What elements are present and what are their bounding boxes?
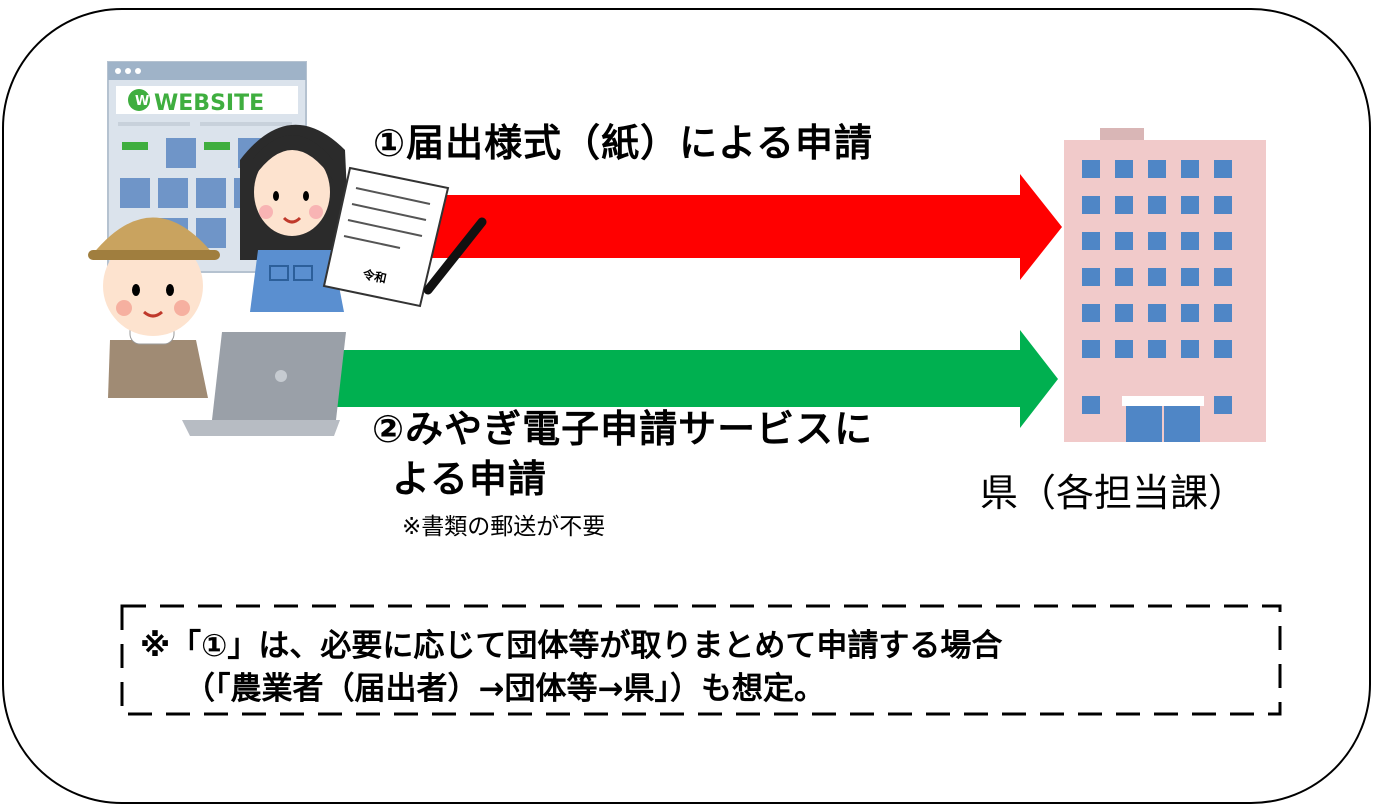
document-icon: 令和 <box>322 166 487 308</box>
office-label: 県（各担当課） <box>980 471 1247 515</box>
svg-text:W: W <box>135 94 149 109</box>
online-route-note: ※書類の郵送が不要 <box>402 514 606 540</box>
note-line-1: ※「①」は、必要に応じて団体等が取りまとめて申請する場合 <box>140 628 1003 664</box>
note-line-2: （「農業者（届出者）→団体等→県」）も想定。 <box>184 671 825 707</box>
paper-route-label: ①届出様式（紙）による申請 <box>373 121 874 165</box>
note-box: ※「①」は、必要に応じて団体等が取りまとめて申請する場合 （「農業者（届出者）→… <box>120 604 1282 716</box>
paper-route-arrow <box>340 174 1062 280</box>
building-windows <box>1082 160 1232 414</box>
woman-figure <box>240 124 350 312</box>
website-title: WEBSITE <box>154 91 264 116</box>
farmer-figure <box>88 217 220 398</box>
office-building-icon <box>1064 128 1266 442</box>
laptop-icon <box>182 332 346 436</box>
online-route-label-line1: ②みやぎ電子申請サービスに <box>372 407 874 451</box>
online-route-arrow <box>330 330 1058 428</box>
document-date-text: 令和 <box>360 266 388 286</box>
note-box-border <box>120 604 1282 716</box>
online-route-label-line2: よる申請 <box>392 457 547 501</box>
